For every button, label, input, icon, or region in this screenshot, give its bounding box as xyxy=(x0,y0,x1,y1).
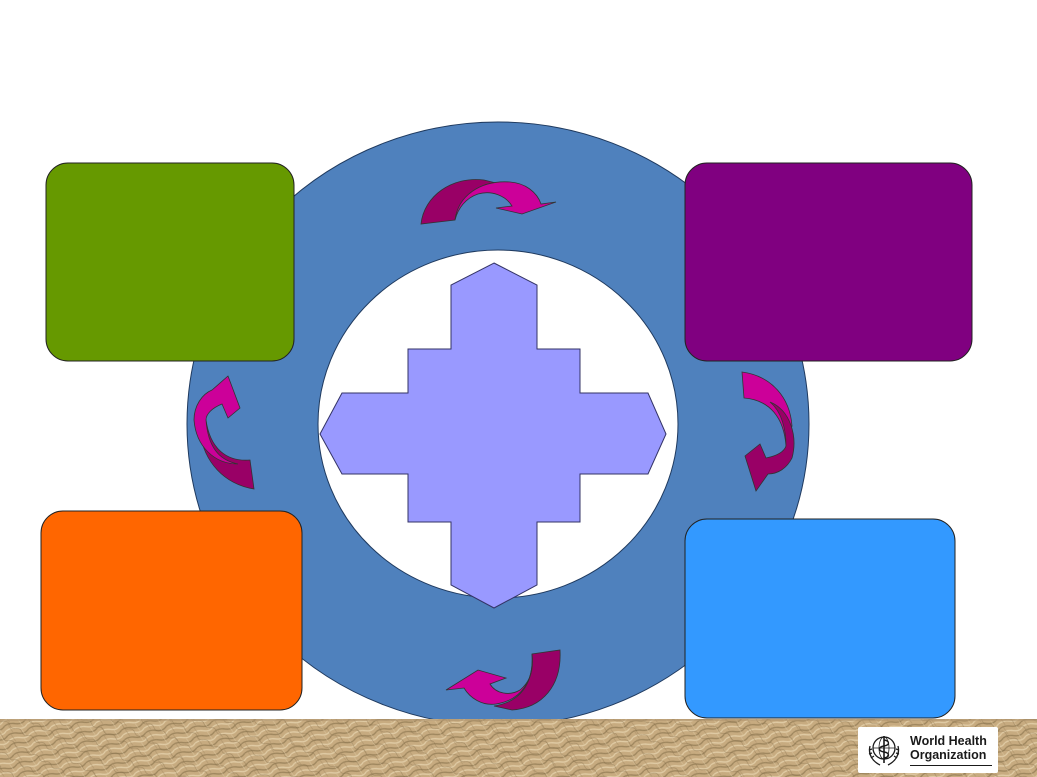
box-top-left xyxy=(45,162,295,362)
arrow-bottom xyxy=(445,649,561,711)
arrow-top xyxy=(420,179,557,225)
arrow-right xyxy=(741,371,795,492)
who-logo-line2: Organization xyxy=(910,748,987,762)
box-top-right xyxy=(684,162,973,362)
center-shape xyxy=(319,262,667,609)
box-bottom-left xyxy=(40,510,303,711)
who-logo-line1: World Health xyxy=(910,734,987,748)
who-logo: World Health Organization xyxy=(858,727,998,773)
who-logo-underline xyxy=(910,765,992,766)
arrow-left xyxy=(193,375,255,490)
who-emblem-icon xyxy=(868,736,900,766)
who-logo-text: World Health Organization xyxy=(910,734,992,766)
box-bottom-right xyxy=(684,518,956,719)
